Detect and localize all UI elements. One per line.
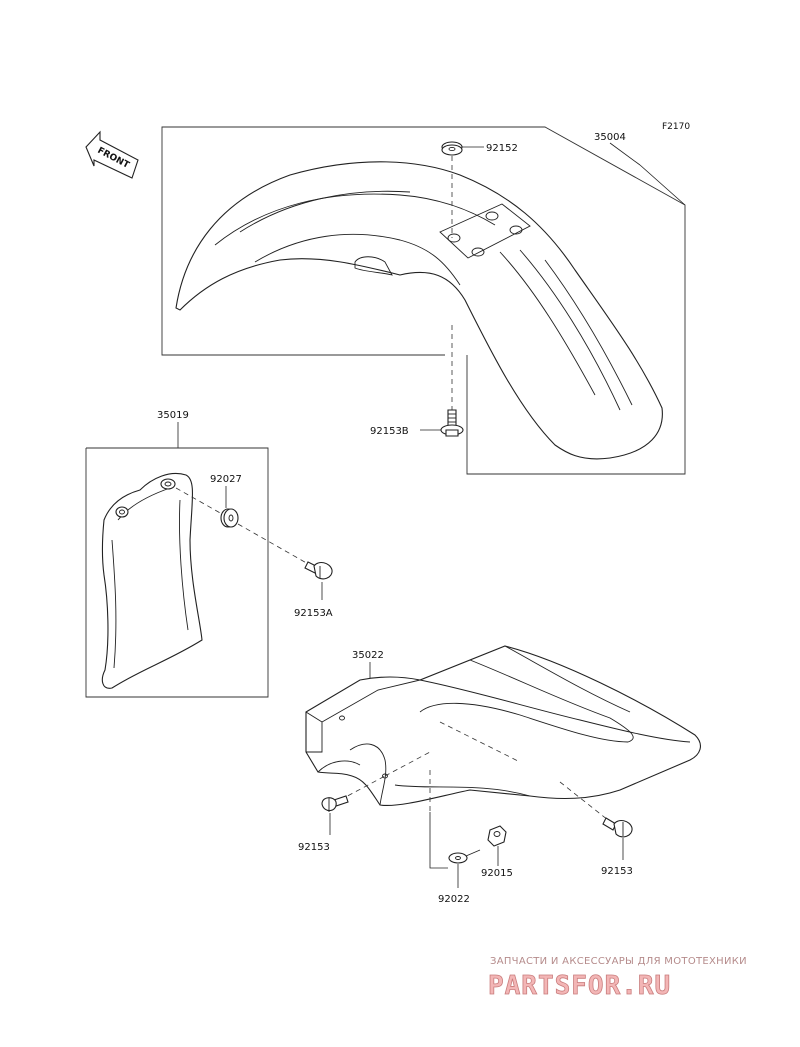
bolt-rear-right-icon[interactable] — [602, 817, 633, 838]
nut-rear-icon[interactable] — [487, 825, 507, 847]
washer-rear-icon[interactable] — [448, 852, 468, 864]
fender-cover-frame — [85, 447, 269, 698]
label-92153b: 92153B — [370, 426, 409, 437]
label-92153-left: 92153 — [298, 842, 330, 853]
label-92027: 92027 — [210, 474, 242, 485]
mounting-holes — [439, 203, 531, 259]
bolt-front-icon[interactable] — [440, 409, 464, 437]
label-92153a: 92153A — [294, 608, 333, 619]
watermark-logo: PARTSFOR.RU — [488, 971, 671, 1001]
washer-side-icon[interactable] — [220, 508, 239, 528]
fender-cover[interactable] — [101, 472, 203, 689]
rear-fender-group: 35022 92153 9215 — [298, 645, 701, 905]
label-35019: 35019 — [157, 410, 189, 421]
figure-code: F2170 — [662, 122, 690, 132]
bolt-rear-left-icon[interactable] — [321, 795, 349, 812]
fender-cover-group: 35019 92027 92153A — [85, 410, 333, 698]
washer-top-icon[interactable] — [441, 141, 463, 156]
rear-fender[interactable] — [305, 645, 701, 807]
front-fender-group: 92152 92153B 35004 — [161, 126, 686, 475]
label-92152: 92152 — [486, 143, 518, 154]
watermark: ЗАПЧАСТИ И АКСЕССУАРЫ ДЛЯ МОТОТЕХНИКИ PA… — [488, 956, 747, 1001]
watermark-text: ЗАПЧАСТИ И АКСЕССУАРЫ ДЛЯ МОТОТЕХНИКИ — [490, 956, 747, 967]
front-fender-frame — [161, 126, 686, 475]
bolt-side-icon[interactable] — [304, 561, 333, 580]
label-35022: 35022 — [352, 650, 384, 661]
front-fender[interactable] — [175, 161, 663, 460]
label-92022: 92022 — [438, 894, 470, 905]
label-35004: 35004 — [594, 132, 626, 143]
front-arrow-icon: FRONT — [85, 130, 139, 179]
label-92153-right: 92153 — [601, 866, 633, 877]
label-92015: 92015 — [481, 868, 513, 879]
